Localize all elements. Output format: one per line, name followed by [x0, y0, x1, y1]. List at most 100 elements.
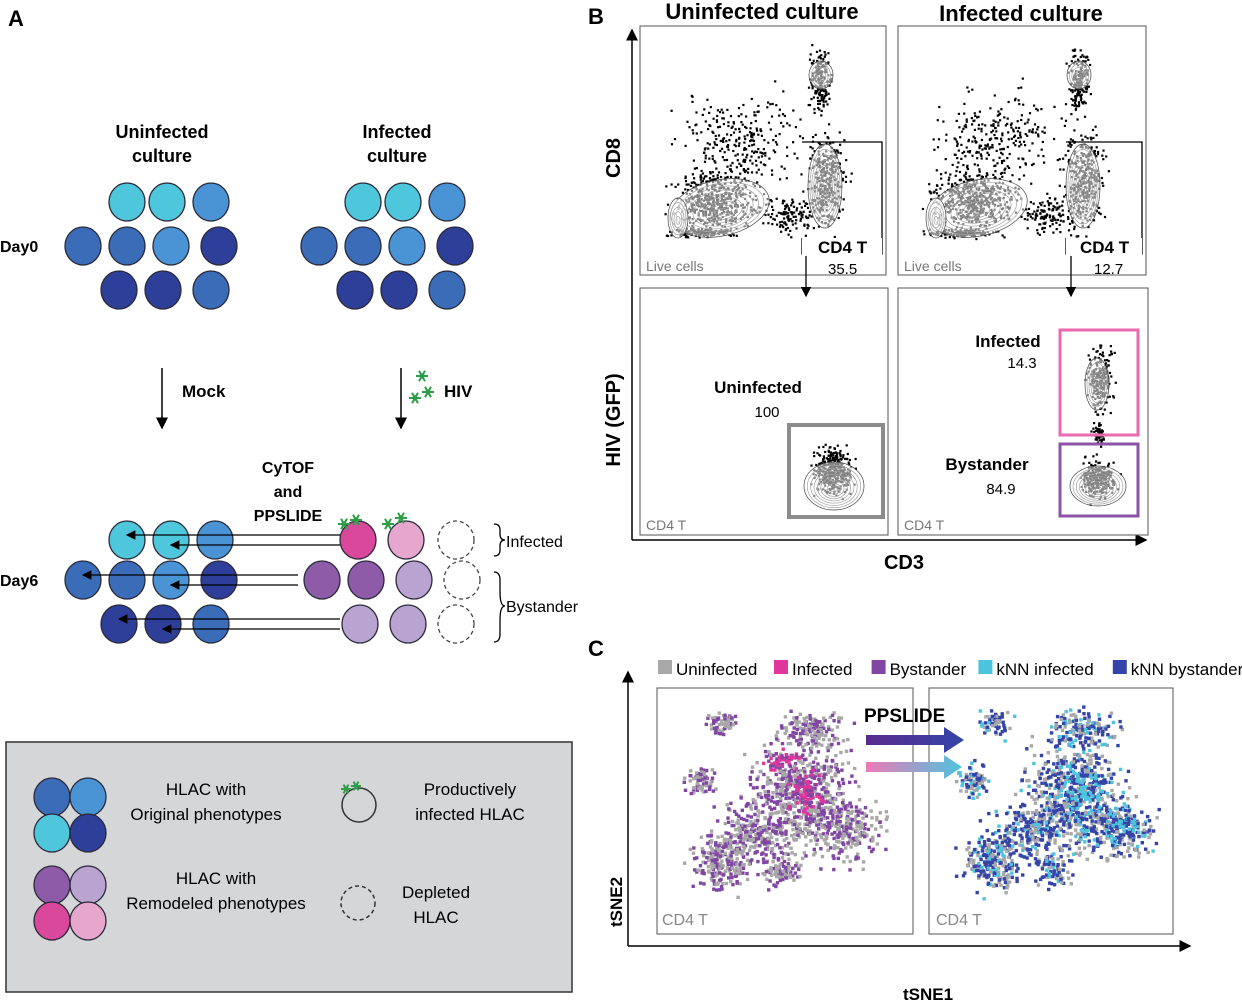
- event-dot: [795, 227, 798, 230]
- event-dot: [742, 158, 745, 161]
- event-dot: [1051, 216, 1055, 219]
- event-dot: [942, 120, 945, 123]
- event-dot: [743, 135, 746, 138]
- tsne-event: [1037, 820, 1041, 824]
- event-dot: [1026, 121, 1029, 124]
- event-dot: [791, 213, 794, 216]
- tsne-event: [837, 793, 841, 797]
- event-dot: [1026, 211, 1029, 215]
- event-dot: [1007, 131, 1010, 134]
- event-dot: [1092, 427, 1095, 430]
- bystander-gate-label: Bystander: [945, 455, 1029, 474]
- event-dot: [1034, 214, 1037, 217]
- event-dot: [832, 456, 835, 460]
- tsne-plot-right: [928, 687, 1174, 935]
- event-dot: [983, 147, 986, 150]
- tsne-event: [801, 805, 805, 810]
- event-dot: [1055, 221, 1058, 224]
- event-dot: [1076, 118, 1079, 121]
- event-dot: [692, 132, 695, 135]
- infected-gate-pct: 14.3: [1007, 355, 1036, 372]
- tsne-event: [836, 770, 841, 774]
- event-dot: [746, 153, 749, 156]
- tsne-event: [798, 822, 802, 826]
- legend-productive-cell: [341, 787, 377, 823]
- event-dot: [829, 453, 832, 456]
- tsne-event: [1063, 784, 1067, 788]
- tsne-event: [1076, 811, 1080, 815]
- event-dot: [700, 176, 703, 179]
- event-dot: [985, 145, 988, 148]
- event-dot: [829, 459, 832, 463]
- event-dot: [819, 57, 823, 60]
- tsne-event: [1091, 753, 1096, 757]
- event-dot: [685, 183, 688, 186]
- event-dot: [825, 90, 828, 93]
- event-dot: [774, 141, 778, 144]
- tsne-event: [1110, 780, 1114, 784]
- event-dot: [806, 202, 809, 205]
- event-dot: [784, 228, 787, 232]
- event-dot: [785, 177, 788, 180]
- event-dot: [1010, 137, 1013, 140]
- event-dot: [955, 170, 958, 173]
- event-dot: [1031, 217, 1034, 220]
- tsne-event: [813, 789, 817, 794]
- event-dot: [752, 139, 756, 143]
- event-dot: [967, 90, 970, 93]
- tsne-event: [802, 748, 806, 753]
- tsne-event: [756, 775, 760, 779]
- event-dot: [973, 163, 976, 166]
- tsne-event: [834, 763, 838, 767]
- tsne-legend-label: kNN bystander: [1131, 660, 1242, 679]
- event-dot: [1098, 423, 1101, 426]
- tsne-event: [1040, 781, 1044, 785]
- event-dot: [717, 134, 721, 137]
- event-dot: [1104, 362, 1108, 365]
- tsne-event: [809, 813, 813, 817]
- event-dot: [1074, 54, 1077, 57]
- event-dot: [1089, 136, 1092, 139]
- tsne-event: [824, 805, 828, 810]
- event-dot: [938, 105, 941, 109]
- event-dot: [1099, 212, 1102, 216]
- event-dot: [1075, 95, 1078, 98]
- event-dot: [1074, 99, 1077, 102]
- tsne-event: [775, 757, 779, 761]
- tsne-event: [781, 771, 786, 775]
- tsne-legend-swatch: [1112, 660, 1127, 674]
- tsne-event: [831, 802, 836, 806]
- panel-b-letter: B: [588, 4, 604, 29]
- day0-cell-groups: [64, 182, 474, 310]
- tsne-event: [799, 769, 803, 773]
- tsne-event: [821, 806, 825, 811]
- event-dot: [937, 138, 941, 141]
- event-dot: [992, 159, 995, 162]
- tsne-event: [1077, 753, 1081, 757]
- event-dot: [953, 137, 956, 140]
- event-dot: [1071, 139, 1074, 142]
- tsne-event: [784, 792, 788, 797]
- event-dot: [712, 178, 715, 181]
- event-dot: [767, 222, 770, 225]
- event-dot: [1046, 200, 1049, 203]
- event-dot: [839, 457, 842, 460]
- tsne-event: [841, 781, 846, 785]
- tsne-event: [1042, 777, 1047, 781]
- event-dot: [1016, 130, 1019, 133]
- event-dot: [1101, 154, 1104, 157]
- event-dot: [802, 210, 805, 213]
- tsne-event: [849, 748, 853, 753]
- hlac-cell: [200, 226, 238, 266]
- event-dot: [799, 118, 802, 121]
- tsne-event: [1104, 808, 1109, 812]
- event-dot: [1093, 422, 1096, 425]
- event-dot: [822, 460, 825, 463]
- event-dot: [1105, 155, 1108, 158]
- event-dot: [722, 140, 725, 143]
- density-contour: [807, 143, 843, 229]
- tsne-event: [1025, 747, 1029, 751]
- event-dot: [820, 99, 823, 102]
- event-dot: [1105, 365, 1108, 368]
- event-dot: [781, 220, 784, 223]
